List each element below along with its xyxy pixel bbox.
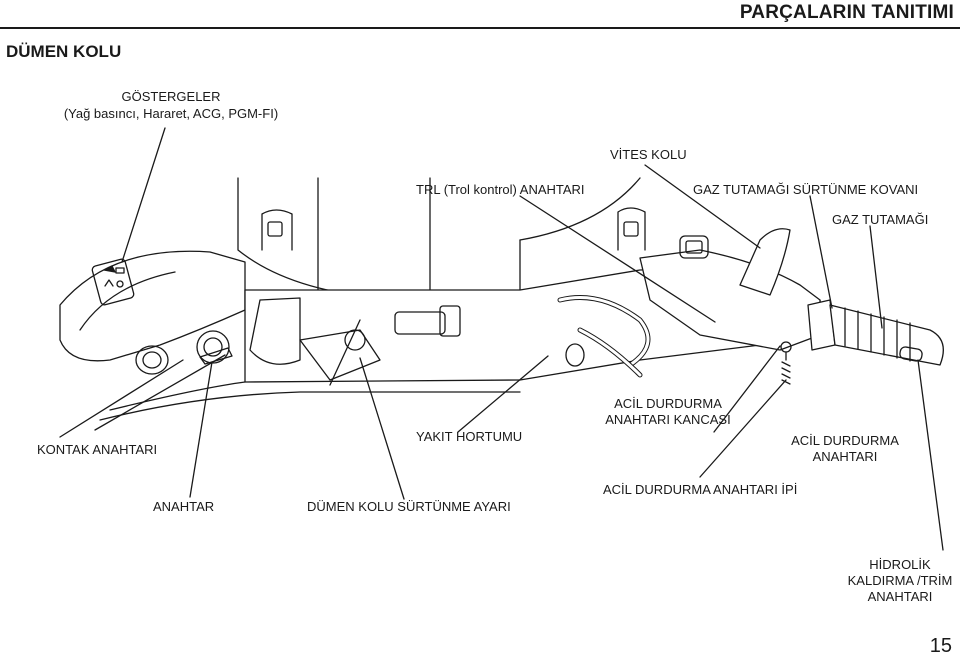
gauges-label-line2: (Yağ basıncı, Hararet, ACG, PGM-FI) <box>63 106 279 121</box>
header-title: PARÇALARIN TANITIMI <box>739 2 954 23</box>
stop-switch-label-line2: ANAHTARI <box>812 449 878 464</box>
throttle-grip-label: GAZ TUTAMAĞI <box>832 212 929 227</box>
ignition-switch-label: KONTAK ANAHTARI <box>37 442 158 457</box>
stop-switch-clip-label-line2: ANAHTARI KANCASI <box>605 412 731 427</box>
page-number: 15 <box>929 635 952 657</box>
header-divider <box>0 27 960 29</box>
tilt-switch-label-line3: ANAHTARI <box>867 589 933 604</box>
key-label: ANAHTAR <box>153 499 215 514</box>
stop-lanyard-label: ACİL DURDURMA ANAHTARI İPİ <box>603 482 798 497</box>
tilt-switch-label-line1: HİDROLİK <box>869 557 931 572</box>
steering-friction-label: DÜMEN KOLU SÜRTÜNME AYARI <box>307 499 511 514</box>
shift-lever-label: VİTES KOLU <box>610 147 687 162</box>
gauges-label-line1: GÖSTERGELER <box>121 89 221 104</box>
throttle-friction-label: GAZ TUTAMAĞI SÜRTÜNME KOVANI <box>693 182 919 197</box>
stop-switch-clip-label-line1: ACİL DURDURMA <box>614 396 722 411</box>
stop-switch-label-line1: ACİL DURDURMA <box>791 433 899 448</box>
trl-switch-label: TRL (Trol kontrol) ANAHTARI <box>416 182 585 197</box>
tilt-switch-label-line2: KALDIRMA /TRİM <box>847 573 953 588</box>
fuel-hose-label: YAKIT HORTUMU <box>416 429 523 444</box>
section-title: DÜMEN KOLU <box>6 42 122 61</box>
